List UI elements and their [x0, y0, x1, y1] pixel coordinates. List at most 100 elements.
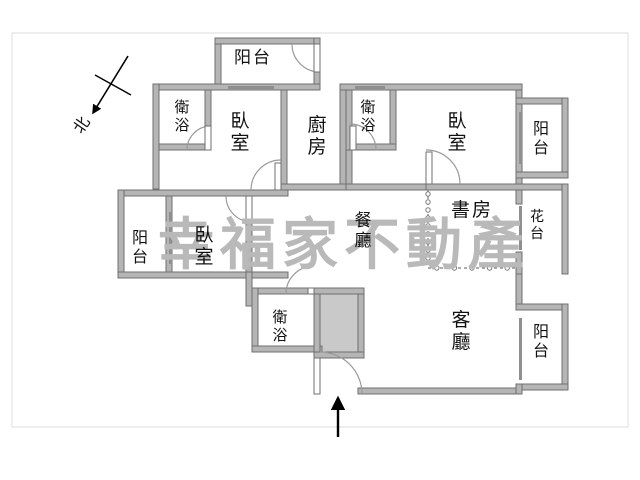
wall-living-right-b	[515, 383, 523, 395]
room-balcony-left: 阳台	[132, 228, 148, 266]
rail-study-horizontal-node	[469, 265, 475, 271]
rail-dining-vertical-node	[425, 215, 431, 221]
room-label-balcony-bottom-right: 台	[533, 341, 549, 360]
window-balc-tr	[519, 112, 522, 164]
room-label-bedroom-top-left: 室	[230, 132, 249, 154]
room-balcony-top: 阳台	[234, 48, 270, 68]
room-label-group: 阳台衛浴臥室廚房衛浴臥室阳台阳台臥室餐廳書房花台衛浴客廳阳台	[132, 48, 549, 360]
north-cross-line	[94, 74, 132, 96]
shaft-fill	[317, 291, 361, 357]
wall-balc-tr-bottom	[515, 171, 569, 179]
room-balcony-top-right: 阳台	[533, 119, 549, 157]
room-label-living: 廳	[451, 331, 470, 353]
room-label-study: 書房	[451, 199, 493, 221]
wall-balc-br-bottom	[515, 383, 569, 391]
wall-left-lower-left	[117, 189, 125, 279]
door-main-entry-arc[interactable]	[319, 351, 363, 395]
rail-study-horizontal-node	[434, 265, 440, 271]
room-living: 客廳	[451, 309, 470, 353]
wall-bath3-left	[251, 287, 259, 353]
rail-dining-vertical-node	[425, 255, 431, 261]
room-label-balcony-top-right: 台	[533, 138, 549, 157]
wall-bed1-right	[280, 89, 288, 186]
door-bed-top-left-leaf[interactable]	[274, 162, 282, 191]
window-top-a	[228, 86, 274, 89]
window-balc-left	[169, 212, 172, 264]
door-bed-top-left-arc[interactable]	[250, 159, 282, 191]
rail-dining-vertical-node	[425, 191, 431, 197]
room-bath-top-left: 衛浴	[174, 98, 189, 134]
door-bath-center-leaf[interactable]	[307, 287, 315, 295]
door-bedroom-tr-leaf[interactable]	[425, 151, 433, 185]
room-label-balcony-top-right: 阳	[533, 119, 549, 138]
wall-shaft-left	[313, 287, 321, 359]
room-label-balcony-bottom-right: 阳	[533, 322, 549, 341]
room-label-bedroom-top-left: 臥	[230, 110, 249, 132]
room-label-balcony-left: 阳	[132, 228, 148, 247]
wall-study-top	[425, 183, 569, 191]
room-label-bath-top-mid: 浴	[360, 116, 375, 134]
wall-left-lower-bottom	[117, 271, 289, 279]
room-label-bath-top-left: 衛	[174, 98, 189, 116]
door-bath-center-arc[interactable]	[285, 265, 315, 295]
room-label-bath-top-mid: 衛	[360, 98, 375, 116]
wall-shaft-top	[313, 287, 365, 295]
room-label-flower-platform: 花	[530, 209, 544, 225]
wall-top-balcony-top	[214, 37, 321, 45]
room-label-flower-platform: 台	[530, 226, 544, 242]
door-kitchen-top-leaf[interactable]	[313, 43, 321, 73]
wall-mid-horizontal	[345, 183, 427, 191]
wall-kitchen-bottom	[280, 183, 347, 191]
room-label-kitchen: 房	[307, 136, 326, 158]
rail-dining-vertical-node	[425, 207, 431, 213]
wall-kitchen-right	[339, 89, 347, 191]
elevator-shaft	[317, 291, 361, 357]
rail-study-horizontal-node	[504, 265, 510, 271]
rail-study-horizontal-node	[486, 265, 493, 271]
room-label-bath-top-left: 浴	[174, 116, 189, 134]
wall-top-balcony-left	[214, 37, 222, 85]
wall-shaft-bottom	[313, 351, 365, 359]
room-label-kitchen: 廚	[307, 113, 326, 136]
window-top-b	[355, 86, 385, 89]
room-label-bedroom-left: 臥	[194, 224, 213, 246]
wall-shaft-right	[357, 287, 365, 359]
room-kitchen: 廚房	[307, 113, 326, 158]
door-bath-top-mid-arc[interactable]	[349, 123, 377, 151]
door-bedroom-tr-arc[interactable]	[425, 149, 461, 185]
room-bedroom-top-left: 臥室	[230, 110, 249, 154]
wall-balc-br-right	[561, 303, 569, 391]
wall-bath3-bottom	[251, 345, 323, 353]
wall-entry-bottom	[357, 387, 523, 395]
door-main-entry-leaf[interactable]	[313, 357, 321, 395]
room-label-bedroom-top-right: 室	[447, 132, 466, 154]
rail-dining-vertical-node	[425, 247, 431, 253]
room-label-balcony-left: 台	[132, 247, 148, 266]
door-group	[186, 43, 461, 395]
door-bed-left-leaf[interactable]	[245, 195, 253, 223]
room-balcony-bottom-right: 阳台	[533, 322, 549, 360]
room-bedroom-top-right: 臥室	[447, 110, 466, 154]
room-bath-center: 衛浴	[272, 308, 287, 344]
wall-balc-br-top	[515, 303, 569, 311]
wall-bath2-bottom	[349, 143, 397, 151]
rail-dining-vertical-node	[425, 199, 431, 205]
room-label-bath-center: 衛	[272, 308, 287, 326]
rail-dining-vertical-node	[425, 223, 431, 229]
room-study: 書房	[451, 199, 493, 221]
rail-dining-vertical-node	[425, 239, 431, 245]
room-bath-top-mid: 衛浴	[360, 98, 375, 134]
wall-bath2-right	[389, 89, 397, 151]
north-arrow-line	[92, 55, 129, 115]
rail-study-horizontal-node	[451, 265, 458, 271]
door-bath-top-mid-leaf[interactable]	[349, 125, 357, 151]
room-label-living: 客	[451, 309, 470, 331]
wall-bath3-top	[251, 287, 315, 295]
window-flower	[519, 206, 522, 250]
wall-bath1-bottom	[158, 143, 212, 151]
room-label-bedroom-left: 室	[194, 246, 213, 268]
door-bath-top-left-leaf[interactable]	[204, 125, 212, 151]
room-label-dining: 廳	[355, 231, 372, 251]
